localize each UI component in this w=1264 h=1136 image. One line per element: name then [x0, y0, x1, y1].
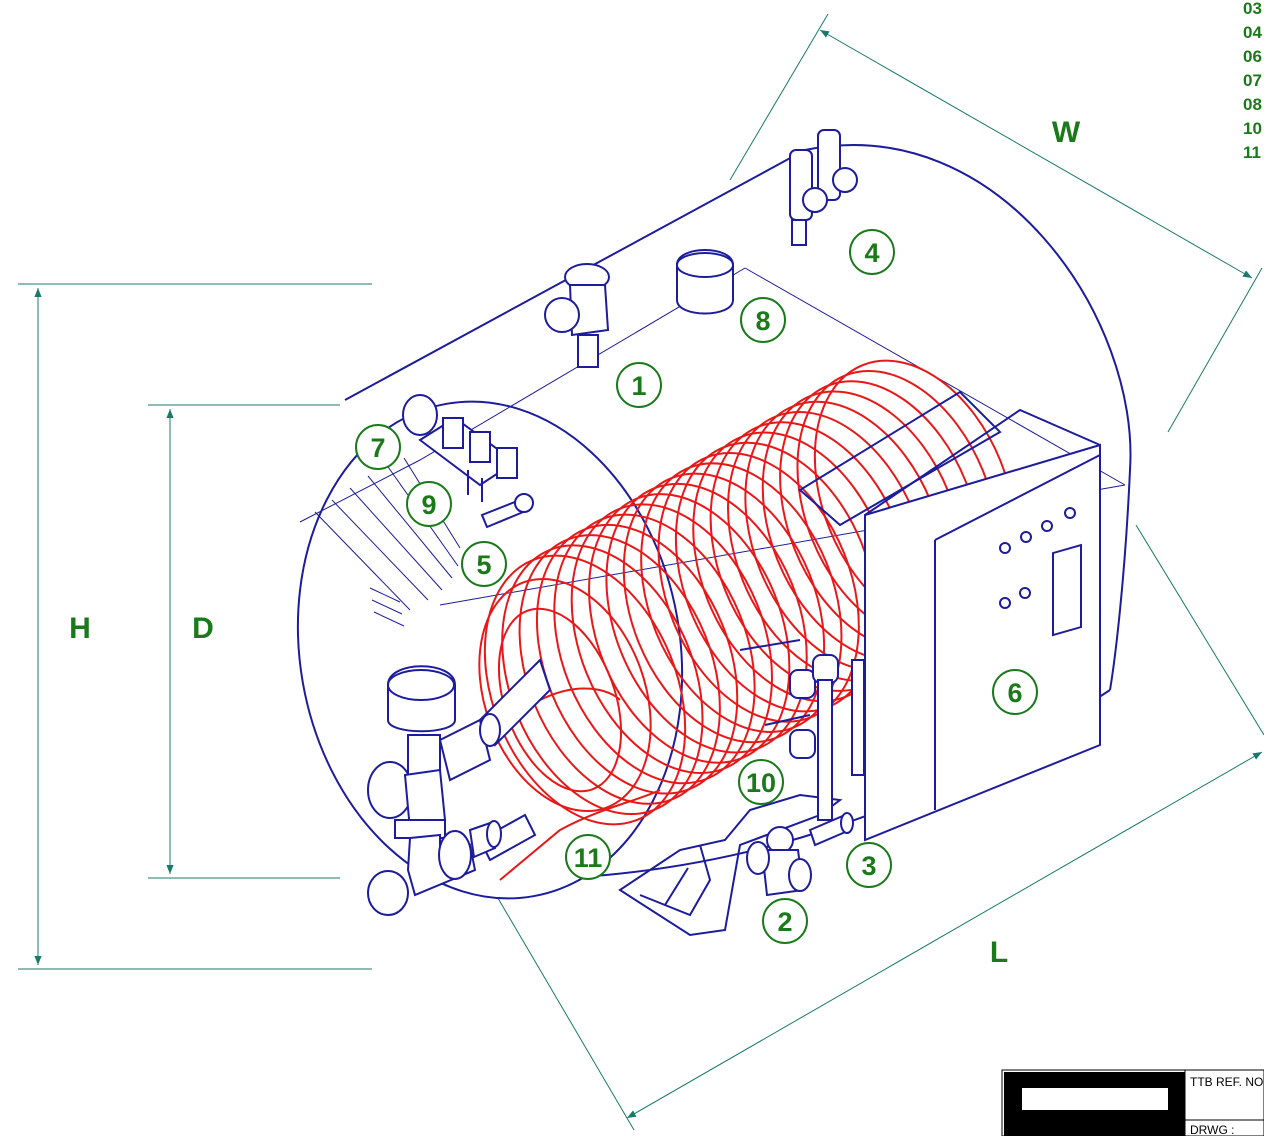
- callout-circle: [355, 424, 401, 470]
- title-block: TTB REF. NO DRWG :: [1001, 1069, 1264, 1136]
- callout-number: 1: [631, 371, 646, 401]
- callout-circle: [738, 759, 784, 805]
- callout-labels: 1 2 3 4 5 6 7 8 9 10 11: [355, 229, 1038, 944]
- callout-number: 10: [746, 768, 776, 798]
- callout-number: 11: [574, 843, 603, 873]
- dimension-lines: [18, 13, 1264, 1131]
- safety-valve-4: [789, 129, 858, 246]
- callout-number: 7: [370, 433, 385, 463]
- dimension-label-diameter: D: [192, 612, 214, 645]
- dimension-label-width: W: [1052, 116, 1081, 149]
- callout-number: 8: [755, 306, 770, 336]
- front-valve-assembly: [367, 665, 502, 916]
- drum-8: [676, 249, 734, 315]
- callout-circle: [992, 669, 1038, 715]
- drain-pipe-3: [808, 812, 854, 847]
- dimension-label-length: L: [990, 936, 1008, 969]
- callout-number: 3: [861, 851, 876, 881]
- callout-circle: [762, 898, 808, 944]
- legend-item: 03: [1243, 0, 1262, 18]
- legend-item: 07: [1243, 71, 1262, 90]
- callout-circle: [740, 297, 786, 343]
- callout-number: 6: [1007, 678, 1022, 708]
- title-block-ref-label: TTB REF. NO: [1190, 1075, 1263, 1089]
- legend-item: 04: [1243, 23, 1262, 42]
- callout-circle: [565, 834, 611, 880]
- legend-item: 08: [1243, 95, 1262, 114]
- pressure-gauge-7: [402, 394, 438, 436]
- callout-circle: [616, 362, 662, 408]
- title-block-drawing-label: DRWG :: [1190, 1123, 1234, 1136]
- heating-coil: [478, 359, 1017, 881]
- dimension-label-height: H: [69, 612, 91, 645]
- pressure-switches-9: [418, 416, 518, 502]
- callout-number: 5: [476, 550, 491, 580]
- pipe-5: [480, 493, 534, 529]
- callout-number: 2: [777, 907, 792, 937]
- callout-circle: [846, 842, 892, 888]
- control-panel: [798, 390, 1101, 842]
- base-saddle: [618, 793, 843, 937]
- main-steam-valve-1: [544, 263, 610, 368]
- level-control-10: [739, 639, 865, 821]
- callout-circle: [406, 481, 452, 527]
- callout-number: 9: [421, 490, 436, 520]
- callout-circle: [461, 541, 507, 587]
- callout-circle: [849, 229, 895, 275]
- legend-item: 06: [1243, 47, 1262, 66]
- blowdown-valve-2: [746, 826, 812, 897]
- callout-number: 4: [864, 238, 879, 268]
- legend-item: 11: [1243, 143, 1261, 162]
- legend-item: 10: [1243, 119, 1262, 138]
- legend-fragments: 03 04 06 07 08 10 11: [1243, 0, 1262, 162]
